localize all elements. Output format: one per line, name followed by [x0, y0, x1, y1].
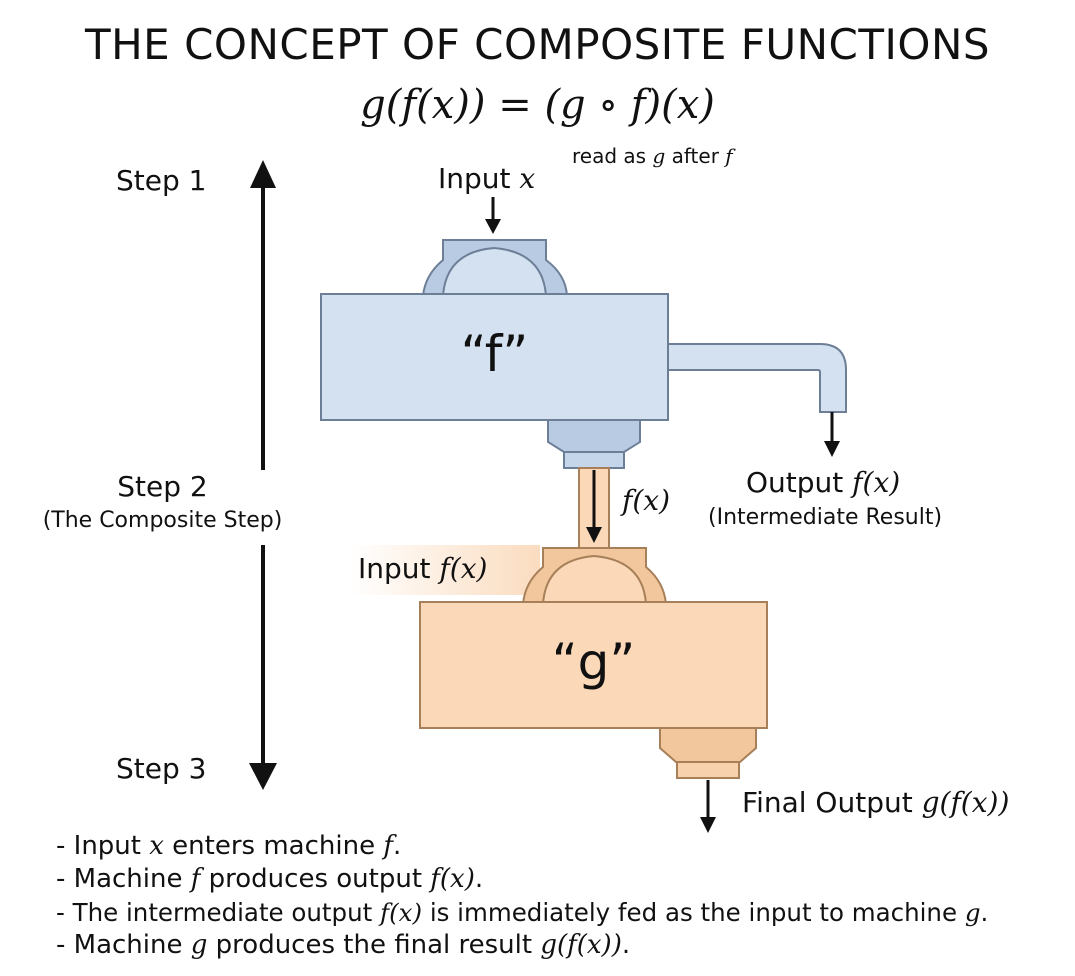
page-title: THE CONCEPT OF COMPOSITE FUNCTIONS	[84, 20, 991, 69]
note-4: - Machine g produces the final result g(…	[56, 930, 631, 960]
formula-rhs: (g ∘ f)(x)	[544, 82, 715, 128]
output-fx-label: Output f(x)	[746, 466, 901, 499]
machine-g-name: “g”	[551, 633, 636, 691]
note-3: - The intermediate output f(x) is immedi…	[56, 898, 989, 927]
output-fx-arrow	[824, 412, 840, 457]
step-2-sublabel: (The Composite Step)	[42, 508, 283, 533]
input-fx-label: Input f(x)	[358, 552, 488, 585]
step-1-label: Step 1	[116, 164, 207, 197]
step-3-label: Step 3	[116, 752, 207, 785]
explanation-notes: - Input x enters machine f. - Machine f …	[56, 830, 988, 962]
step-arrow-up	[250, 160, 276, 470]
formula-lhs: g(f(x))	[360, 82, 486, 128]
final-output-label: Final Output g(f(x))	[742, 786, 1010, 819]
intermediate-result-label: (Intermediate Result)	[708, 505, 943, 530]
read-as-note: read as g after f	[572, 144, 733, 168]
step-2-label: Step 2	[117, 470, 208, 503]
input-fx-glow	[350, 545, 540, 595]
formula-equals: =	[498, 82, 532, 128]
input-x-label: Input x	[438, 162, 536, 195]
note-2: - Machine f produces output f(x).	[56, 864, 484, 894]
pipe-fx-label: f(x)	[622, 484, 671, 517]
final-output-arrow	[700, 780, 716, 833]
machine-g	[419, 547, 768, 779]
input-x-arrow	[485, 197, 501, 234]
composite-formula: g(f(x)) = (g ∘ f)(x)	[0, 82, 1075, 128]
machine-f-name: “f”	[460, 325, 529, 383]
note-1: - Input x enters machine f.	[56, 831, 402, 861]
connecting-pipe	[578, 467, 610, 549]
step-arrow-down	[249, 545, 277, 790]
